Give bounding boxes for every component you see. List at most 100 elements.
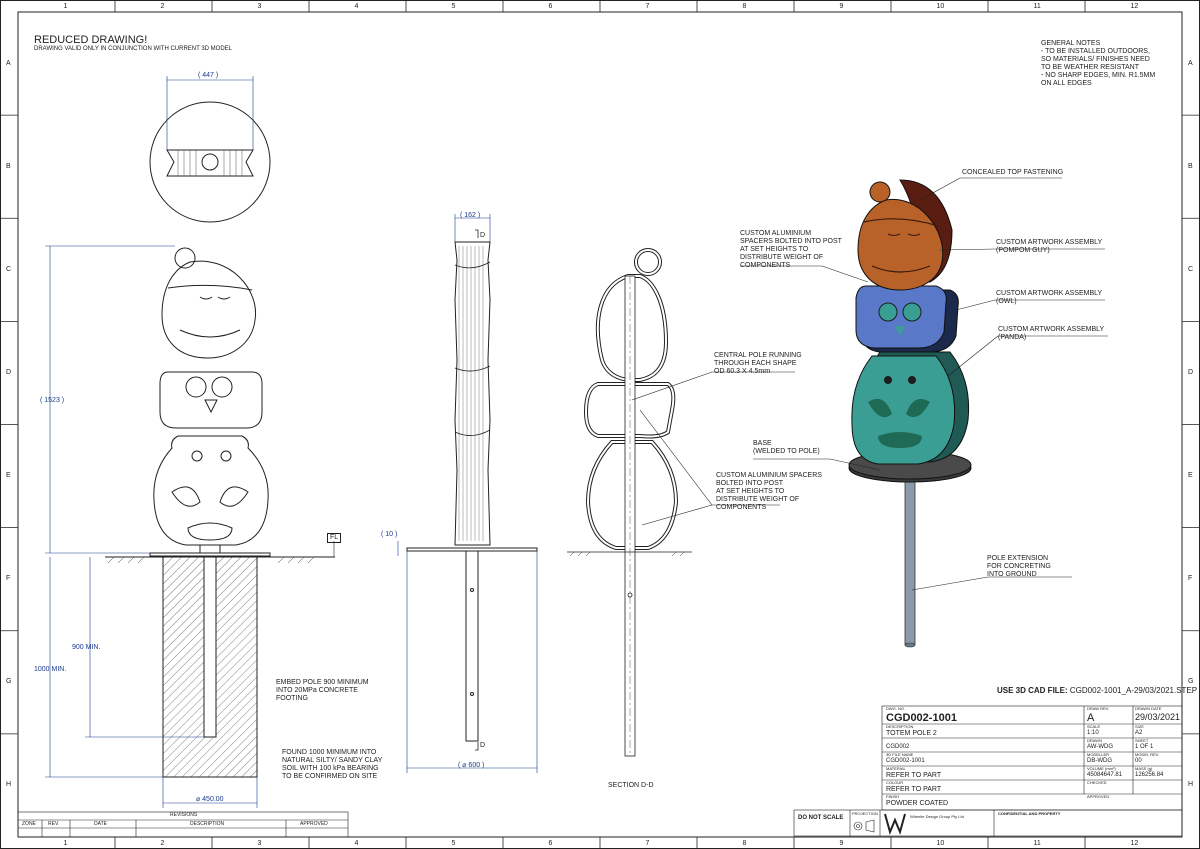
grid-col-label-bottom: 12: [1130, 840, 1139, 847]
project: CGD002: [886, 744, 910, 750]
rev-col-approved: APPROVED: [300, 821, 328, 827]
grid-row-label-right: D: [1188, 368, 1194, 376]
projection-icon: [853, 819, 875, 833]
grid-col-label-top: 12: [1130, 3, 1139, 10]
grid-col-label-bottom: 7: [645, 840, 650, 847]
finish-label: FINISH: [886, 794, 900, 799]
approved-label: APPROVED: [1087, 794, 1110, 799]
grid-row-label-left: C: [6, 265, 12, 273]
draw-rev: A: [1087, 712, 1095, 724]
checked-label: CHECKED: [1087, 780, 1107, 785]
grid-col-label-top: 3: [257, 3, 262, 10]
grid-col-label-top: 2: [160, 3, 165, 10]
dim-base-diameter: ( ⌀ 600 ): [458, 762, 485, 769]
grid-col-label-bottom: 1: [63, 840, 68, 847]
grid-col-label-top: 1: [63, 3, 68, 10]
volume-label: VOLUME (mm³): [1087, 766, 1116, 771]
grid-col-label-bottom: 2: [160, 840, 165, 847]
drawing-title: REDUCED DRAWING!: [34, 34, 148, 46]
grid-col-label-top: 10: [936, 3, 945, 10]
dim-embed-1000: 1000 MIN.: [34, 666, 67, 673]
dim-embed-900: 900 MIN.: [72, 644, 101, 651]
description-label: DESCRIPTION: [886, 724, 914, 729]
drawn: AW-WDG: [1087, 744, 1113, 750]
grid-row-label-left: G: [6, 678, 12, 686]
dim-pole-width: ( 162 ): [460, 212, 481, 219]
rev-col-zone: ZONE: [22, 821, 36, 827]
sheet-label: SHEET: [1135, 738, 1149, 743]
callout-panda: CUSTOM ARTWORK ASSEMBLY(PANDA): [998, 326, 1105, 342]
colour-label: COLOUR: [886, 780, 904, 785]
grid-col-label-bottom: 10: [936, 840, 945, 847]
callout-base: BASE(WELDED TO POLE): [753, 440, 820, 456]
cad-file-line: USE 3D CAD FILE: CGD002-1001_A-29/03/202…: [997, 686, 1198, 695]
grid-row-label-left: E: [6, 472, 11, 480]
company-name: Wheelie Design Group Pty Ltd: [910, 814, 964, 819]
callout-concealed: CONCEALED TOP FASTENING: [962, 169, 1064, 176]
drawn-date-label: DRAWN DATE: [1135, 706, 1162, 711]
grid-row-label-left: B: [6, 162, 11, 170]
dwg-no-label: DWG. NO.: [886, 706, 906, 711]
grid-col-label-bottom: 9: [839, 840, 844, 847]
iso-view: [848, 179, 972, 648]
grid-col-label-bottom: 11: [1033, 840, 1041, 847]
grid-col-label-top: 11: [1033, 3, 1041, 10]
rev-col-description: DESCRIPTION: [190, 821, 225, 827]
rev-col-date: DATE: [94, 821, 107, 827]
title-block-lines: [17, 705, 1183, 838]
mass: 126256.84: [1135, 772, 1164, 778]
dim-top-width: ( 447 ): [198, 72, 219, 79]
grid-col-label-top: 8: [742, 3, 747, 10]
grid-row-label-right: F: [1188, 575, 1193, 583]
dim-base-thickness: ( 10 ): [381, 531, 398, 538]
section-mark-top: D: [480, 232, 486, 239]
drawn-date: 29/03/2021: [1135, 712, 1181, 722]
rev-col-rev: REV.: [48, 821, 60, 827]
grid-col-label-top: 5: [451, 3, 456, 10]
dim-diameter-450: ⌀ 450.00: [196, 796, 224, 803]
model-rev: 00: [1135, 758, 1142, 764]
elevation-view: [45, 76, 335, 808]
size-label: SIZE: [1135, 724, 1144, 729]
drawing-subtitle: DRAWING VALID ONLY IN CONJUNCTION WITH C…: [34, 46, 233, 52]
grid-row-label-left: A: [6, 59, 11, 67]
grid-col-label-bottom: 3: [257, 840, 262, 847]
material-label: MATERIAL: [886, 766, 906, 771]
grid-col-label-bottom: 5: [451, 840, 456, 847]
company-logo: [884, 813, 906, 836]
scale: 1:10: [1087, 730, 1099, 736]
callout-pompom: CUSTOM ARTWORK ASSEMBLY(POMPOM GUY): [996, 239, 1103, 255]
size: A2: [1135, 730, 1143, 736]
grid-row-label-left: D: [6, 368, 12, 376]
confidential-note: CONFIDENTIAL AND PROPERTY: [998, 811, 1061, 816]
file-name: CGD002-1001: [886, 758, 925, 764]
grid-row-label-right: E: [1188, 472, 1193, 480]
grid-row-label-right: A: [1188, 59, 1193, 67]
side-view: [397, 214, 538, 773]
callout-owl: CUSTOM ARTWORK ASSEMBLY(OWL): [996, 290, 1103, 306]
grid-col-label-bottom: 6: [548, 840, 553, 847]
section-view: [567, 248, 692, 757]
section-label: SECTION D-D: [608, 782, 654, 789]
dwg-no: CGD002-1001: [886, 712, 957, 724]
scale-label: SCALE: [1087, 724, 1101, 729]
grid-col-label-top: 7: [645, 3, 650, 10]
projection-label: PROJECTION: [852, 811, 878, 816]
modeller: DB-WDG: [1087, 758, 1112, 764]
section-mark-bottom: D: [480, 742, 486, 749]
colour: REFER TO PART: [886, 786, 942, 793]
material: REFER TO PART: [886, 772, 942, 779]
modeller-label: MODELLER: [1087, 752, 1110, 757]
description: TOTEM POLE 2: [886, 730, 937, 737]
dim-total-height: ( 1523 ): [40, 397, 65, 404]
drawn-label: DRAWN: [1087, 738, 1102, 743]
sheet: 1 OF 1: [1135, 744, 1154, 750]
grid-row-label-right: C: [1188, 265, 1194, 273]
